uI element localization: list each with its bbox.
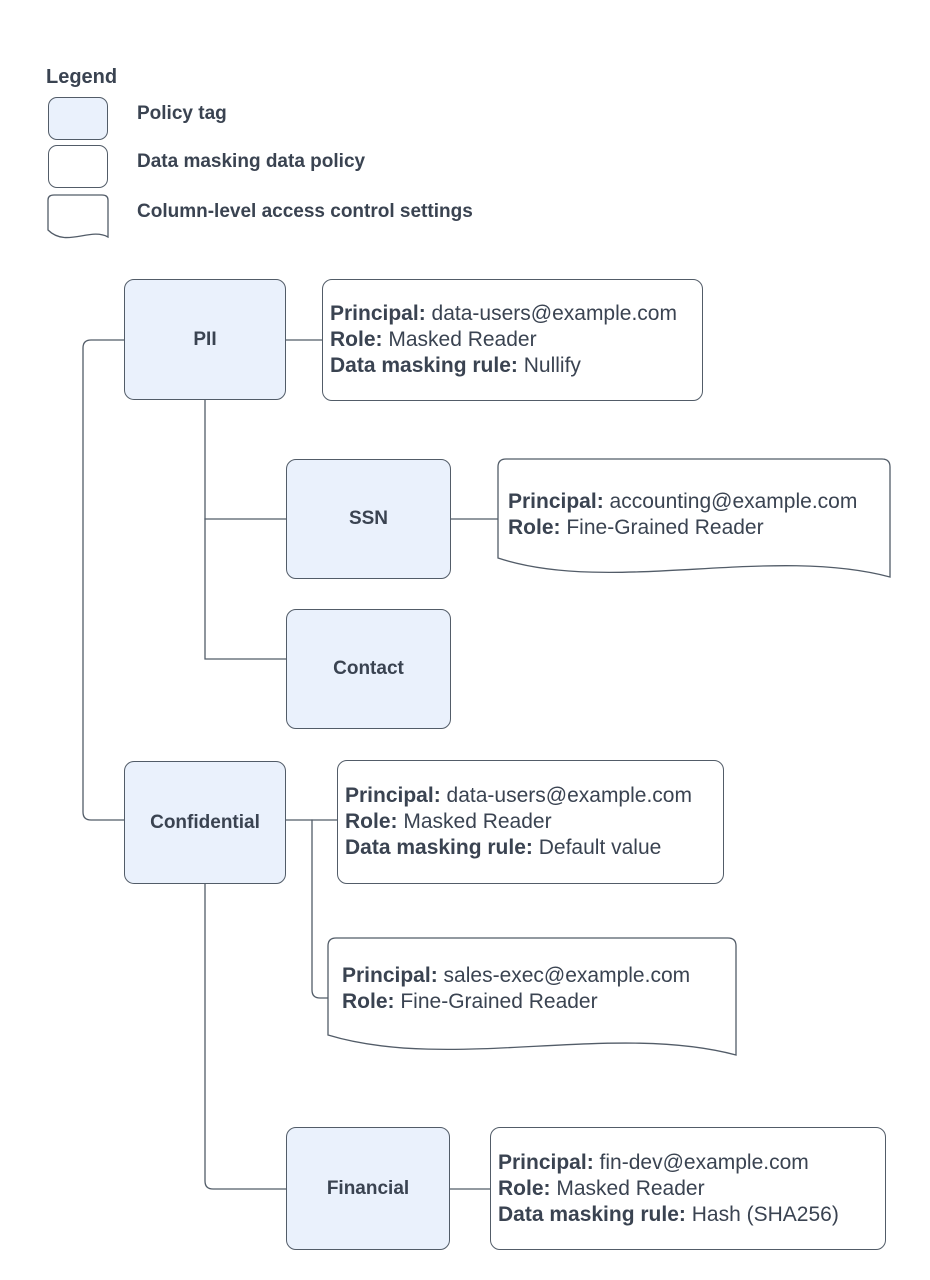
policy-box-financial: Principal: fin-dev@example.com Role: Mas… [490,1127,886,1250]
policy-line: Role: Masked Reader [345,810,552,833]
node-confidential-label: Confidential [150,811,260,833]
policy-line: Principal: fin-dev@example.com [498,1150,809,1174]
policy-line: Principal: data-users@example.com [330,302,677,325]
acl-document-confidential-text: Principal: sales-exec@example.com Role: … [328,938,736,1040]
node-financial-label: Financial [326,1177,410,1199]
policy-line: Data masking rule: Hash (SHA256) [498,1202,839,1226]
acl-document-ssn-text: Principal: accounting@example.com Role: … [498,459,890,571]
legend-label-policy-tag: Policy tag [137,103,227,124]
policy-tag-swatch [48,97,108,140]
acl-document-ssn-shape [497,458,891,578]
connector-pii-confidential [82,339,125,821]
node-financial: Financial [286,1127,450,1250]
legend-label-acl-settings: Column-level access control settings [137,201,473,222]
policy-line: Principal: data-users@example.com [345,784,692,807]
node-pii: PII [124,279,286,400]
connector-confidential-acl [311,819,329,999]
node-confidential: Confidential [124,761,286,884]
policy-line: Principal: sales-exec@example.com [342,964,691,987]
node-contact-label: Contact [333,658,404,679]
policy-line: Role: Fine-Grained Reader [342,990,598,1013]
node-pii-label: PII [193,328,217,350]
connector-pii-contact [204,399,287,660]
node-ssn: SSN [286,459,451,579]
document-swatch [47,194,109,239]
policy-line: Data masking rule: Nullify [330,354,581,377]
node-contact: Contact [286,609,451,729]
connector-confidential-financial [204,883,287,1190]
policy-box-confidential: Principal: data-users@example.com Role: … [337,760,724,884]
policy-line: Role: Masked Reader [498,1176,705,1200]
policy-line: Data masking rule: Default value [345,836,662,859]
acl-document-confidential-shape [327,937,737,1056]
legend-title: Legend [46,66,118,88]
node-ssn-label: SSN [348,508,389,529]
legend-label-data-policy: Data masking data policy [137,151,366,172]
policy-line: Role: Masked Reader [330,328,537,351]
policy-box-pii: Principal: data-users@example.com Role: … [322,279,703,401]
policy-line: Principal: accounting@example.com [508,490,858,513]
data-policy-swatch [48,145,108,188]
policy-line: Role: Fine-Grained Reader [508,516,764,539]
